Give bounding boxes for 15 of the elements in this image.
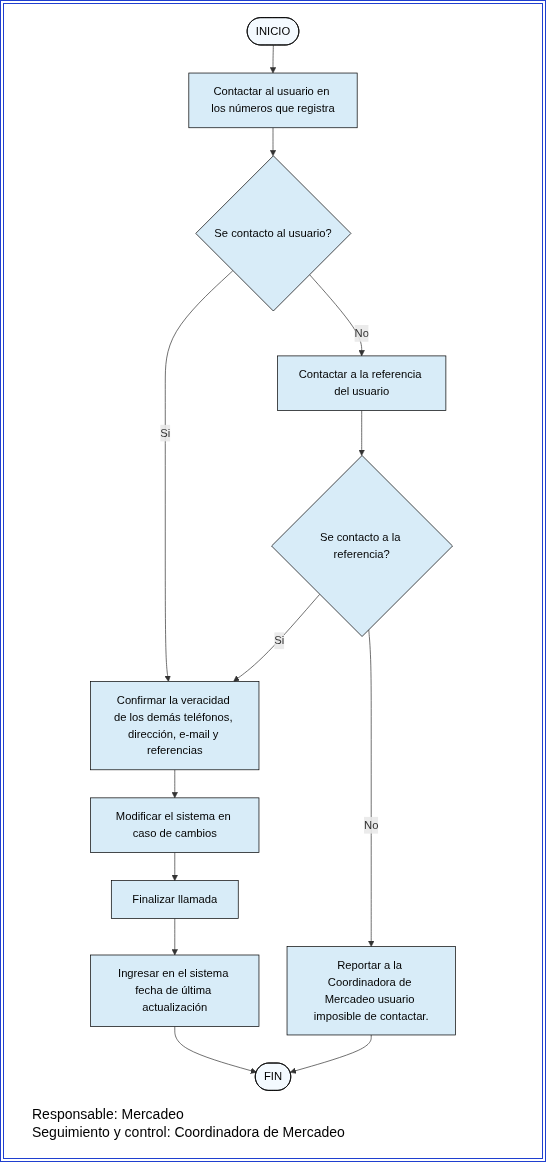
node-box: Ingresar en el sistema fecha de última actualización [90, 954, 260, 1027]
note-text: Responsable: Mercadeo [32, 1106, 185, 1122]
node-box: Contactar a la referencia del usuario [277, 355, 447, 411]
edge-label: Si [274, 634, 285, 647]
edge-label: No [364, 818, 379, 831]
node-diamond: Se contacto a la referencia? [271, 455, 453, 637]
edge-label: No [354, 327, 369, 340]
node-diamond: Se contacto al usuario? [195, 155, 352, 312]
note-text: Seguimiento y control: Coordinadora de Mercadeo [32, 1124, 346, 1140]
node-box: Contactar al usuario en los números que registra [188, 72, 358, 129]
edge-label: Si [160, 426, 171, 439]
node-box: Confirmar la veracidad de los demás teléfonos, dirección, e-mail y referencias [90, 681, 260, 771]
node-box: Reportar a la Coordinadora de Mercadeo usuario imposible de contactar. [286, 946, 456, 1036]
node-box: Modificar el sistema en caso de cambios [90, 797, 260, 853]
node-box: Finalizar llamada [110, 880, 239, 919]
